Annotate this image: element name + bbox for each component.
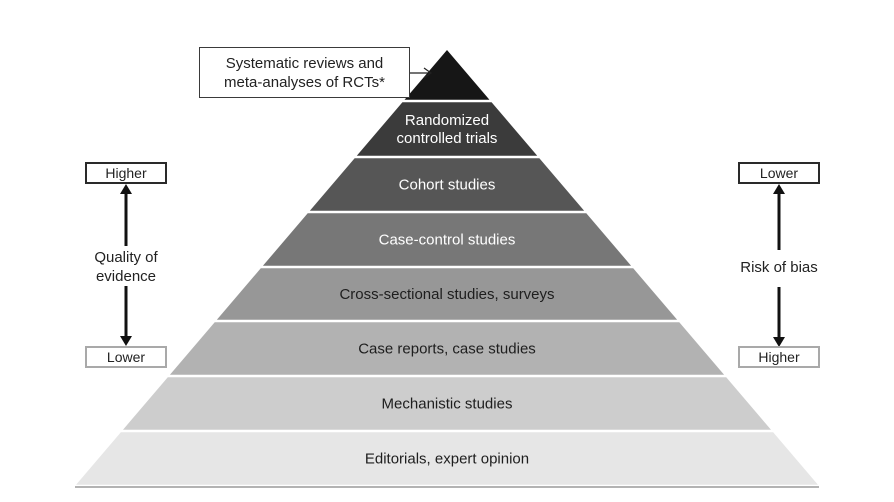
quality-of-evidence-label: Quality of evidence bbox=[81, 248, 171, 286]
pyramid-tier-4-label: Case-control studies bbox=[379, 232, 516, 249]
callout-arrow-icon bbox=[423, 67, 433, 79]
bias-down-arrow-icon bbox=[773, 287, 785, 347]
quality-up-arrow-icon bbox=[120, 184, 132, 246]
pyramid-tier-7 bbox=[122, 377, 772, 430]
callout-line-1: Systematic reviews and bbox=[225, 54, 384, 72]
pyramid-tier-8 bbox=[76, 432, 818, 485]
pyramid-tier-6-label: Case reports, case studies bbox=[358, 341, 536, 358]
risk-of-bias-label: Risk of bias bbox=[727, 258, 831, 277]
bias-lower-box: Lower bbox=[738, 162, 820, 184]
pyramid-tier-5 bbox=[216, 268, 678, 320]
callout-box: Systematic reviews and meta-analyses of … bbox=[199, 47, 410, 98]
bias-up-arrow-icon bbox=[773, 184, 785, 250]
pyramid-tier-4 bbox=[262, 213, 632, 266]
quality-down-arrow-icon bbox=[120, 286, 132, 346]
quality-label-line-2: evidence bbox=[95, 268, 157, 285]
pyramid-tier-3 bbox=[309, 158, 585, 211]
quality-higher-box: Higher bbox=[85, 162, 167, 184]
pyramid-tier-5-label: Cross-sectional studies, surveys bbox=[339, 286, 554, 303]
callout-line-2: meta-analyses of RCTs* bbox=[224, 73, 385, 91]
pyramid-tier-2-label: Randomized bbox=[405, 112, 489, 129]
quality-label-line-1: Quality of bbox=[94, 249, 158, 266]
pyramid-tier-3-label: Cohort studies bbox=[399, 177, 496, 194]
quality-lower-box: Lower bbox=[85, 346, 167, 368]
pyramid-tier-2 bbox=[356, 102, 538, 156]
bias-higher-box: Higher bbox=[738, 346, 820, 368]
pyramid-tier-7-label: Mechanistic studies bbox=[382, 396, 513, 413]
pyramid-tier-2-label: controlled trials bbox=[397, 130, 498, 147]
pyramid-tier-8-label: Editorials, expert opinion bbox=[365, 451, 529, 468]
pyramid-tier-1 bbox=[404, 50, 490, 100]
pyramid-tier-6 bbox=[169, 322, 725, 375]
